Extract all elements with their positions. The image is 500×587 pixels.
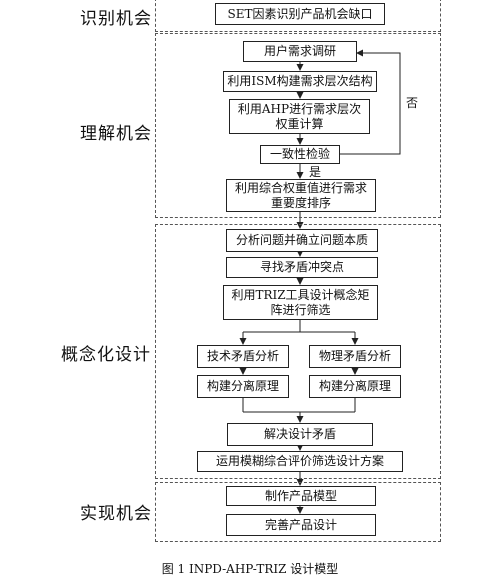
stage-label-understand: 理解机会 xyxy=(80,124,152,144)
node-analyze: 分析问题并确立问题本质 xyxy=(226,229,378,252)
node-separation-principle-left: 构建分离原理 xyxy=(197,375,289,398)
stage-box-concept xyxy=(155,224,441,479)
node-separation-principle-right: 构建分离原理 xyxy=(309,375,401,398)
stage-label-identify: 识别机会 xyxy=(80,9,152,29)
stage-box-understand xyxy=(155,33,441,218)
node-make-model: 制作产品模型 xyxy=(226,486,376,506)
node-rank: 利用综合权重值进行需求重要度排序 xyxy=(226,179,376,212)
node-fuzzy-eval: 运用模糊综合评价筛选设计方案 xyxy=(197,451,403,472)
stage-label-realize: 实现机会 xyxy=(80,504,152,524)
node-tech-contradiction: 技术矛盾分析 xyxy=(197,345,289,368)
figure-caption: 图 1 INPD-AHP-TRIZ 设计模型 xyxy=(161,562,339,576)
node-phys-contradiction: 物理矛盾分析 xyxy=(309,345,401,368)
node-ahp: 利用AHP进行需求层次权重计算 xyxy=(229,99,370,134)
stage-box-identify xyxy=(155,0,441,32)
node-triz: 利用TRIZ工具设计概念矩阵进行筛选 xyxy=(223,285,378,320)
node-improve-design: 完善产品设计 xyxy=(226,514,376,536)
node-user-research: 用户需求调研 xyxy=(243,41,357,62)
stage-label-concept: 概念化设计 xyxy=(61,345,151,365)
note-no: 否 xyxy=(406,96,419,110)
node-ism: 利用ISM构建需求层次结构 xyxy=(223,71,377,92)
node-resolve: 解决设计矛盾 xyxy=(227,423,373,446)
node-set-gap: SET因素识别产品机会缺口 xyxy=(215,3,385,25)
node-find-conflict: 寻找矛盾冲突点 xyxy=(226,257,378,278)
arrow-feedback-no xyxy=(340,49,401,155)
stage-box-realize xyxy=(155,482,441,542)
note-yes: 是 xyxy=(309,165,322,179)
node-consistency: 一致性检验 xyxy=(260,145,340,164)
